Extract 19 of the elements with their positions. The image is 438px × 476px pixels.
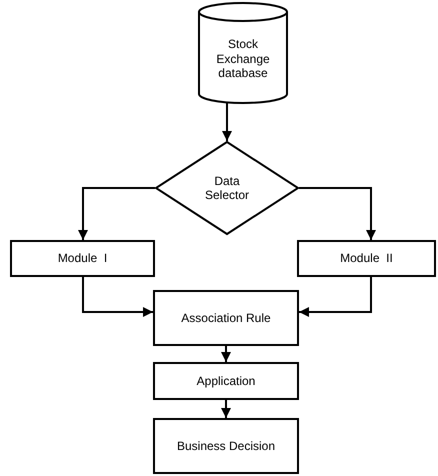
node-label: Data Selector [204,174,250,202]
process-box [153,362,299,400]
node-label: Association Rule [181,310,271,326]
arrow [82,277,153,317]
arrow [221,400,231,418]
arrow [222,103,232,141]
arrow [221,346,231,362]
process-box [10,240,155,277]
process-box [153,290,299,346]
arrow [299,187,376,240]
arrow [78,187,155,240]
arrow [299,277,372,317]
process-box [297,240,436,277]
node-label: Stock Exchange database [215,37,271,81]
node-label: Business Decision [176,438,276,454]
node-label: Module II [340,251,393,266]
node-label: Module I [58,251,108,266]
node-label: Application [196,374,256,388]
process-box [153,418,299,474]
